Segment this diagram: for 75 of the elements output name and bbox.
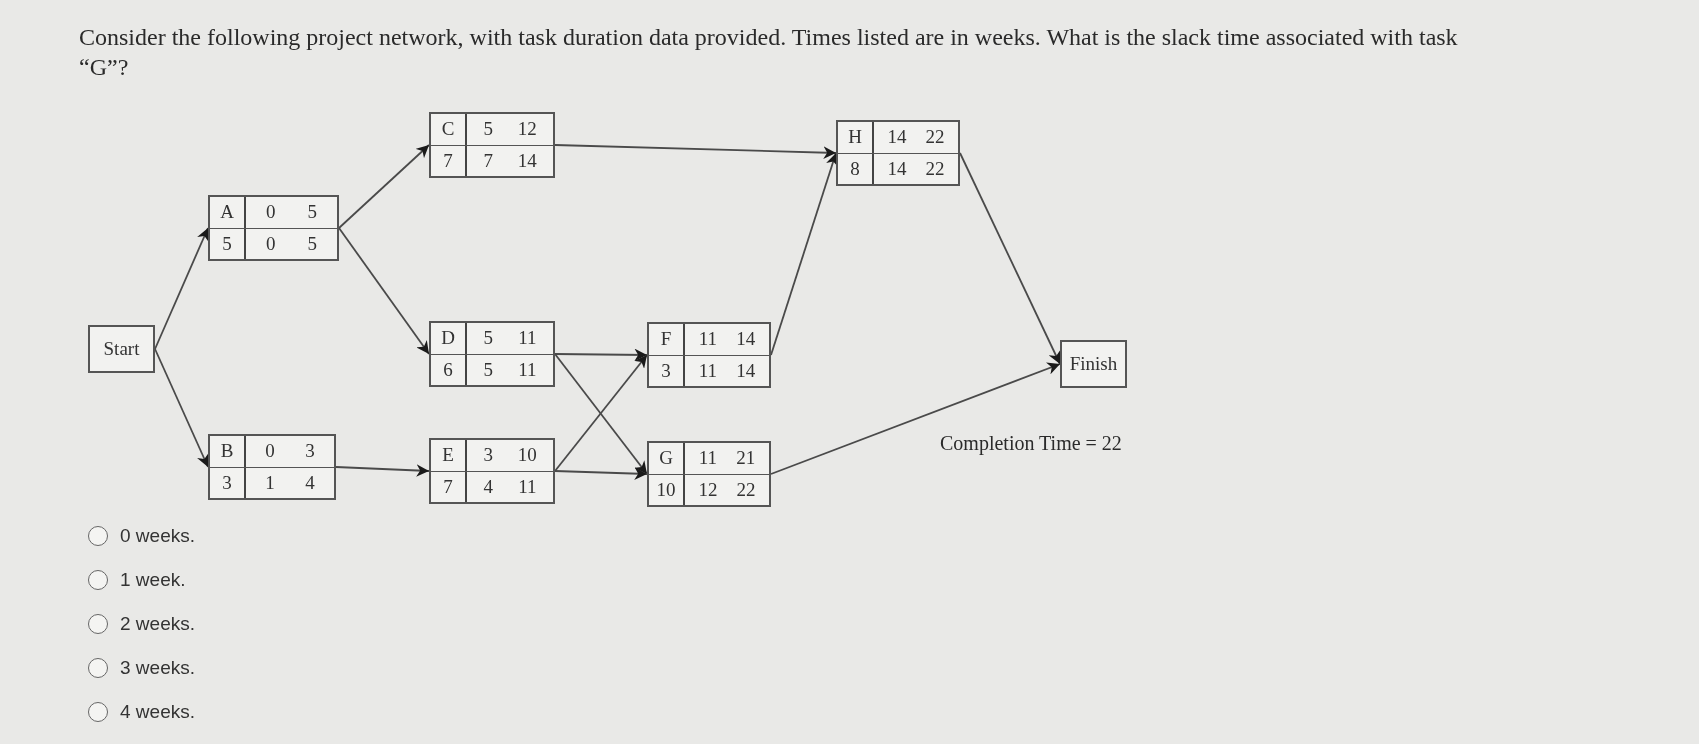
task-box bbox=[836, 120, 960, 186]
task-cell-text: 10 bbox=[656, 477, 676, 502]
answer-option: 1 week. bbox=[120, 565, 186, 595]
task-box bbox=[647, 441, 771, 507]
task-cell-text: 11 bbox=[518, 474, 537, 499]
arrow bbox=[554, 467, 648, 480]
task-cell-text: 22 bbox=[925, 156, 945, 181]
arrow bbox=[338, 227, 430, 355]
question-text: Consider the following project network, with task duration data provided. Times listed are in weeks. What is the slack time associated with task “G”? bbox=[79, 23, 1459, 82]
task-cell-text: A bbox=[220, 200, 234, 224]
task-cell-text: E bbox=[442, 443, 454, 467]
task-cell-text: 10 bbox=[517, 443, 537, 467]
task-cell-text: 22 bbox=[925, 125, 945, 149]
task-cell-text: 14 bbox=[517, 148, 537, 173]
answer-option: 2 weeks. bbox=[120, 609, 195, 639]
arrow bbox=[154, 227, 209, 350]
answer-option: 4 weeks. bbox=[120, 697, 195, 727]
task-cell-text: 14 bbox=[736, 358, 756, 383]
note-text: Completion Time = 22 bbox=[940, 431, 1122, 457]
task-box bbox=[208, 434, 336, 500]
task-cell-text: H bbox=[848, 125, 862, 149]
task-cell-text: 5 bbox=[307, 231, 317, 256]
task-cell-text: 6 bbox=[443, 357, 453, 382]
task-cell-text: 5 bbox=[483, 117, 493, 141]
task-cell-text: 5 bbox=[222, 231, 232, 256]
task-cell-text: 0 bbox=[265, 439, 275, 463]
task-cell-text: 11 bbox=[698, 446, 717, 470]
task-cell-text: 8 bbox=[850, 156, 860, 181]
task-cell-text: 14 bbox=[887, 125, 907, 149]
task-cell-text: 3 bbox=[222, 470, 232, 495]
task-cell-text: 5 bbox=[483, 326, 494, 350]
task-cell-text: 11 bbox=[518, 357, 537, 382]
task-cell-text: 4 bbox=[483, 474, 494, 499]
task-cell-text: 11 bbox=[518, 326, 537, 350]
task-box bbox=[647, 322, 771, 388]
terminal-box: Start bbox=[88, 325, 155, 373]
task-cell-text: 3 bbox=[661, 358, 671, 383]
task-cell-text: 12 bbox=[698, 477, 718, 502]
task-cell-text: 0 bbox=[266, 231, 276, 256]
task-cell-text: 4 bbox=[305, 470, 315, 495]
task-cell-text: F bbox=[660, 327, 672, 351]
task-cell-text: B bbox=[220, 439, 234, 463]
terminal-box: Finish bbox=[1060, 340, 1127, 388]
answer-option: 0 weeks. bbox=[120, 521, 195, 551]
task-cell-text: 12 bbox=[517, 117, 537, 141]
task-cell-text: G bbox=[659, 446, 673, 470]
task-cell-text: 14 bbox=[887, 156, 907, 181]
task-cell-text: 14 bbox=[736, 327, 756, 351]
task-cell-text: 5 bbox=[483, 357, 494, 382]
task-cell-text: 7 bbox=[443, 148, 453, 173]
task-cell-text: C bbox=[441, 117, 455, 141]
task-box bbox=[208, 195, 339, 261]
arrow bbox=[338, 144, 430, 229]
task-cell-text: 1 bbox=[265, 470, 275, 495]
task-cell-text: 11 bbox=[698, 327, 717, 351]
task-cell-text: 3 bbox=[483, 443, 493, 467]
task-cell-text: D bbox=[441, 326, 455, 350]
arrow bbox=[154, 348, 209, 468]
arrow bbox=[959, 152, 1061, 365]
arrow bbox=[770, 362, 1061, 475]
task-cell-text: 0 bbox=[266, 200, 276, 224]
task-cell-text: 5 bbox=[307, 200, 317, 224]
arrow bbox=[554, 348, 648, 362]
task-cell-text: 22 bbox=[736, 477, 756, 502]
answer-option: 3 weeks. bbox=[120, 653, 195, 683]
task-cell-text: 3 bbox=[305, 439, 315, 463]
task-box bbox=[429, 321, 555, 387]
arrow bbox=[554, 144, 837, 159]
task-box bbox=[429, 438, 555, 504]
task-cell-text: 7 bbox=[443, 474, 453, 499]
task-cell-text: 21 bbox=[736, 446, 756, 470]
task-cell-text: 7 bbox=[483, 148, 493, 173]
task-box bbox=[429, 112, 555, 178]
arrow bbox=[335, 464, 430, 477]
task-cell-text: 11 bbox=[698, 358, 717, 383]
